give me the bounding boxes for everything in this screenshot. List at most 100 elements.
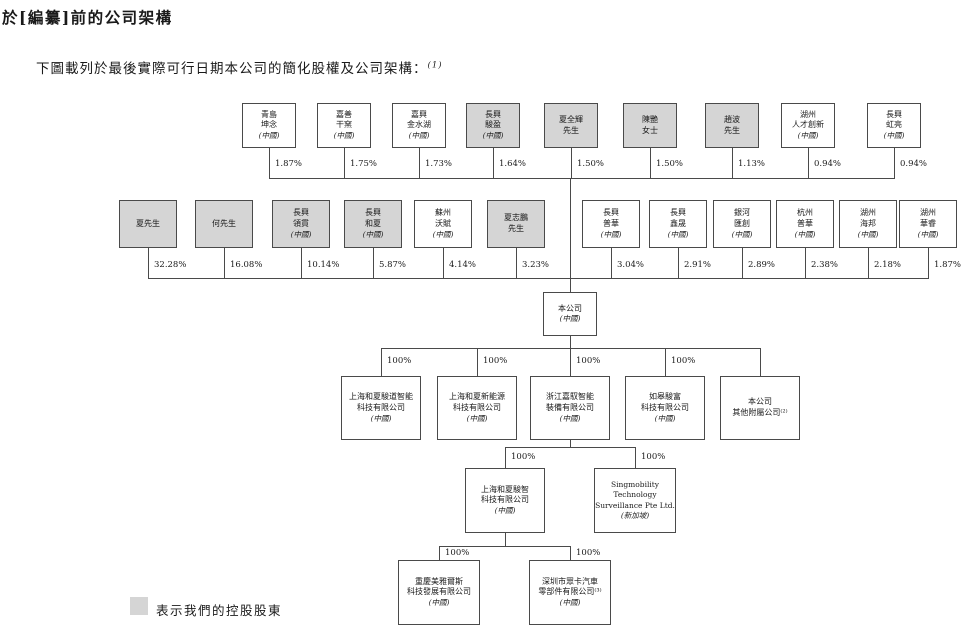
shareholder-name: 銀河 匯創 — [734, 208, 750, 228]
region-label: (中國) — [794, 229, 816, 239]
connector-line — [868, 248, 869, 278]
connector-line — [732, 148, 733, 178]
ownership-percentage: 1.87% — [275, 159, 303, 169]
shareholder-name: 趙波 先生 — [724, 114, 740, 135]
shareholder-name: 夏先生 — [136, 218, 160, 228]
connector-line — [760, 348, 761, 376]
region-label: (中國) — [290, 229, 312, 239]
connector-line — [381, 348, 382, 376]
shareholder-name: 夏全輝 先生 — [559, 114, 583, 135]
subsidiary-name: 浙江嘉馭智能 裝備有限公司 — [546, 392, 594, 412]
subsidiary-box: 上海和夏駿智 科技有限公司(中國) — [465, 468, 545, 533]
region-label: (中國) — [559, 598, 581, 608]
subsidiary-box: Singmobility Technology Surveillance Pte… — [594, 468, 676, 533]
page-title: 於[編纂]前的公司架構 — [2, 8, 173, 27]
region-label: (中國) — [654, 413, 676, 423]
shareholder-box: 長興 駿盈(中國) — [466, 103, 520, 148]
connector-line — [808, 148, 809, 178]
region-label: (中國) — [362, 229, 384, 239]
connector-line — [301, 248, 302, 278]
connector-line — [477, 348, 478, 376]
subsidiary-name: 上海和夏駿智 科技有限公司 — [481, 484, 529, 505]
ownership-percentage: 4.14% — [449, 260, 477, 270]
ownership-percentage: 2.89% — [748, 260, 776, 270]
shareholder-box: 夏先生 — [119, 200, 177, 248]
shareholder-box: 蘇州 沃賦(中國) — [414, 200, 472, 248]
shareholder-box: 長興 普華(中國) — [582, 200, 640, 248]
subsidiary-box: 本公司 其他附屬公司⁽²⁾ — [720, 376, 800, 440]
shareholder-name: 湖州 海邦 — [860, 208, 876, 228]
connector-line — [665, 348, 666, 376]
connector-line — [805, 248, 806, 278]
region-label: (中國) — [482, 131, 504, 141]
connector-line — [381, 348, 761, 349]
region-label: (中國) — [857, 229, 879, 239]
connector-line — [742, 248, 743, 278]
connector-line — [570, 348, 571, 376]
shareholder-box: 銀河 匯創(中國) — [713, 200, 771, 248]
connector-line — [269, 148, 270, 178]
shareholder-box: 湖州 海邦(中國) — [839, 200, 897, 248]
shareholder-name: 嘉興 金水湖 — [407, 109, 431, 130]
ownership-percentage: 100% — [576, 356, 601, 366]
region-label: (中國) — [466, 413, 488, 423]
legend-controlling-shareholder-swatch — [130, 597, 148, 615]
subsidiary-name: 重慶美雅爾斯 科技發展有限公司 — [407, 576, 471, 597]
ownership-percentage: 3.04% — [617, 260, 645, 270]
shareholder-name: 長興 鑫晟 — [670, 208, 686, 228]
subsidiary-box: 如皋駿富 科技有限公司(中國) — [625, 376, 705, 440]
ownership-percentage: 100% — [483, 356, 508, 366]
ownership-percentage: 0.94% — [814, 159, 842, 169]
shareholder-box: 何先生 — [195, 200, 253, 248]
subsidiary-box: 浙江嘉馭智能 裝備有限公司(中國) — [530, 376, 610, 440]
connector-line — [505, 447, 506, 468]
connector-line — [570, 178, 571, 292]
connector-line — [269, 178, 895, 179]
shareholder-name: 長興 駿盈 — [485, 109, 501, 130]
connector-line — [516, 248, 517, 278]
ownership-percentage: 100% — [511, 452, 536, 462]
subsidiary-name: Singmobility Technology Surveillance Pte… — [595, 480, 675, 510]
subsidiary-name: 如皋駿富 科技有限公司 — [641, 392, 689, 412]
ownership-percentage: 1.13% — [738, 159, 766, 169]
ownership-percentage: 1.73% — [425, 159, 453, 169]
subsidiary-box: 上海和夏駿道智能 科技有限公司(中國) — [341, 376, 421, 440]
connector-line — [493, 148, 494, 178]
shareholder-box: 夏全輝 先生 — [544, 103, 598, 148]
region-label: (中國) — [559, 413, 581, 423]
subsidiary-name: 深圳市眾卡汽車 零部件有限公司⁽³⁾ — [538, 576, 602, 597]
connector-line — [635, 447, 636, 468]
region-label: (中國) — [432, 229, 454, 239]
region-label: (中國) — [797, 131, 819, 141]
subsidiary-name: 上海和夏駿道智能 科技有限公司 — [349, 392, 413, 412]
region-label: (中國) — [559, 314, 581, 324]
ownership-percentage: 1.50% — [577, 159, 605, 169]
ownership-percentage: 1.50% — [656, 159, 684, 169]
shareholder-name: 杭州 普華 — [797, 208, 813, 228]
shareholder-name: 長興 普華 — [603, 208, 619, 228]
shareholder-box: 湖州 人才創新(中國) — [781, 103, 835, 148]
connector-line — [439, 546, 440, 560]
company-name: 本公司 — [558, 303, 582, 313]
subtitle-text: 下圖載列於最後實際可行日期本公司的簡化股權及公司架構： — [36, 61, 428, 77]
connector-line — [650, 148, 651, 178]
region-label: (新加坡) — [620, 510, 650, 520]
region-label: (中國) — [258, 131, 280, 141]
region-label: (中國) — [370, 413, 392, 423]
shareholder-box: 夏志鵬 先生 — [487, 200, 545, 248]
connector-line — [439, 546, 571, 547]
shareholder-box: 青島 坤念(中國) — [242, 103, 296, 148]
connector-line — [570, 440, 571, 447]
connector-line — [611, 248, 612, 278]
shareholder-name: 湖州 華睿 — [920, 208, 936, 228]
ownership-percentage: 10.14% — [307, 260, 340, 270]
shareholder-name: 長興 和夏 — [365, 208, 381, 228]
shareholder-box: 陳艷 女士 — [623, 103, 677, 148]
subsidiary-name: 本公司 其他附屬公司⁽²⁾ — [732, 397, 788, 417]
region-label: (中國) — [917, 229, 939, 239]
ownership-percentage: 5.87% — [379, 260, 407, 270]
connector-line — [148, 278, 929, 279]
ownership-percentage: 0.94% — [900, 159, 928, 169]
connector-line — [373, 248, 374, 278]
